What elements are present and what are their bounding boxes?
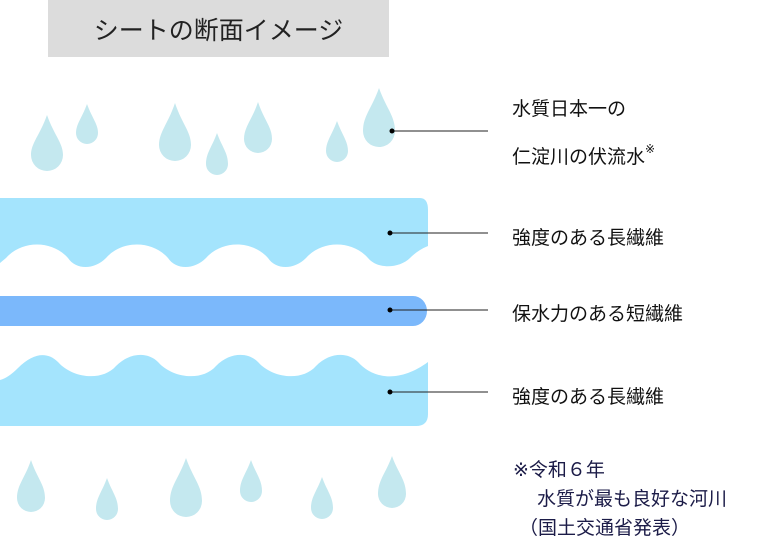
- bottom-long-fiber-layer: [0, 354, 428, 426]
- water-drop-icon: [240, 460, 262, 502]
- footnote-mark: ※: [645, 142, 656, 156]
- water-drop-icon: [17, 460, 45, 512]
- water-drop-icon: [96, 478, 118, 520]
- water-drop-icon: [326, 121, 348, 162]
- short-fiber-layer: [0, 296, 427, 326]
- footnote-line1: ※令和６年: [513, 459, 605, 481]
- water-drop-icon: [76, 104, 98, 144]
- pointer-dot: [387, 307, 393, 313]
- pointer-dot: [387, 230, 393, 236]
- pointer-dot: [387, 389, 393, 395]
- water-drop-icon: [159, 103, 191, 161]
- footnote-line3: （国土交通省発表）: [519, 517, 691, 539]
- top-long-fiber-layer: [0, 198, 428, 267]
- water-drops: [17, 88, 406, 520]
- footnote-line2: 水質が最も良好な河川: [537, 488, 728, 510]
- top-layer-label: 強度のある長繊維: [512, 227, 665, 249]
- water-drop-icon: [363, 88, 395, 147]
- water-label-line2: 仁淀川の伏流水※: [512, 142, 655, 169]
- middle-layer-label: 保水力のある短繊維: [512, 303, 684, 325]
- bottom-layer-label: 強度のある長繊維: [512, 386, 665, 408]
- water-drop-icon: [378, 456, 406, 508]
- pointer-dot: [389, 128, 395, 134]
- water-drop-icon: [244, 102, 272, 153]
- water-drop-icon: [31, 115, 63, 171]
- section-title: シートの断面イメージ: [48, 0, 389, 57]
- water-label-line1: 水質日本一の: [512, 98, 627, 120]
- water-drop-icon: [311, 477, 333, 519]
- leader-lines: [390, 130, 488, 393]
- footnote: ※令和６年 水質が最も良好な河川 （国土交通省発表）: [513, 456, 727, 543]
- water-label-text: 仁淀川の伏流水: [512, 146, 646, 168]
- water-drop-icon: [170, 458, 202, 517]
- water-drop-icon: [206, 133, 228, 175]
